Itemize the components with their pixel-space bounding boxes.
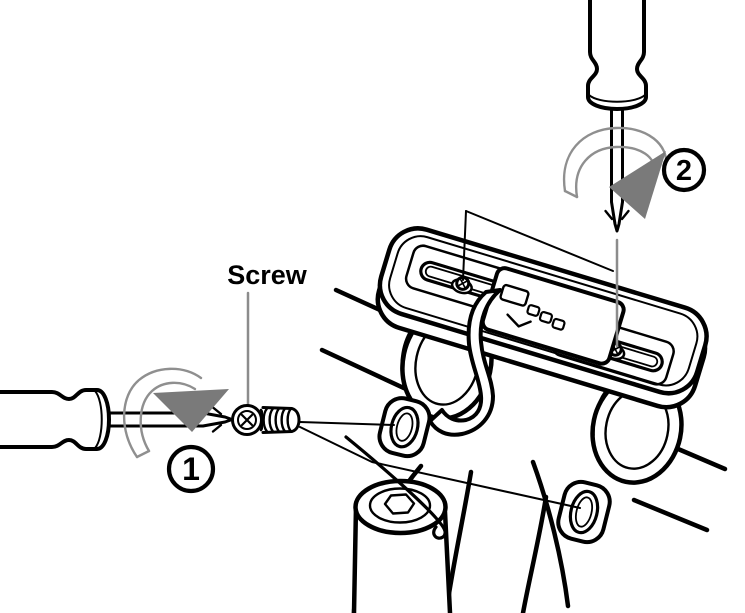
screw — [231, 404, 301, 436]
screwdriver-1-shaft — [107, 411, 234, 428]
step-1-badge: 1 — [166, 444, 216, 494]
left-lug — [377, 396, 432, 459]
step-2-badge: 2 — [661, 147, 707, 193]
step-2-number: 2 — [676, 155, 692, 187]
screwdriver-2 — [586, 0, 648, 233]
screw-to-lug-leader-lines — [299, 421, 581, 509]
rotation-arrow-2-icon — [562, 126, 668, 219]
rotation-arrow-1-icon — [122, 367, 229, 459]
hex-bolt-icon — [383, 493, 416, 515]
right-lug — [556, 479, 612, 545]
plate-screw-leader-lines — [462, 210, 614, 281]
cable — [344, 435, 447, 540]
stem — [351, 478, 453, 613]
step-1-number: 1 — [182, 451, 200, 487]
screwdriver-2-shaft — [610, 107, 624, 233]
screwdriver-1-handle — [0, 388, 111, 451]
phillips-cross-icon — [240, 413, 254, 427]
strap — [428, 288, 502, 437]
screw-label: Screw — [227, 260, 308, 290]
screwdriver-2-handle — [586, 0, 648, 111]
